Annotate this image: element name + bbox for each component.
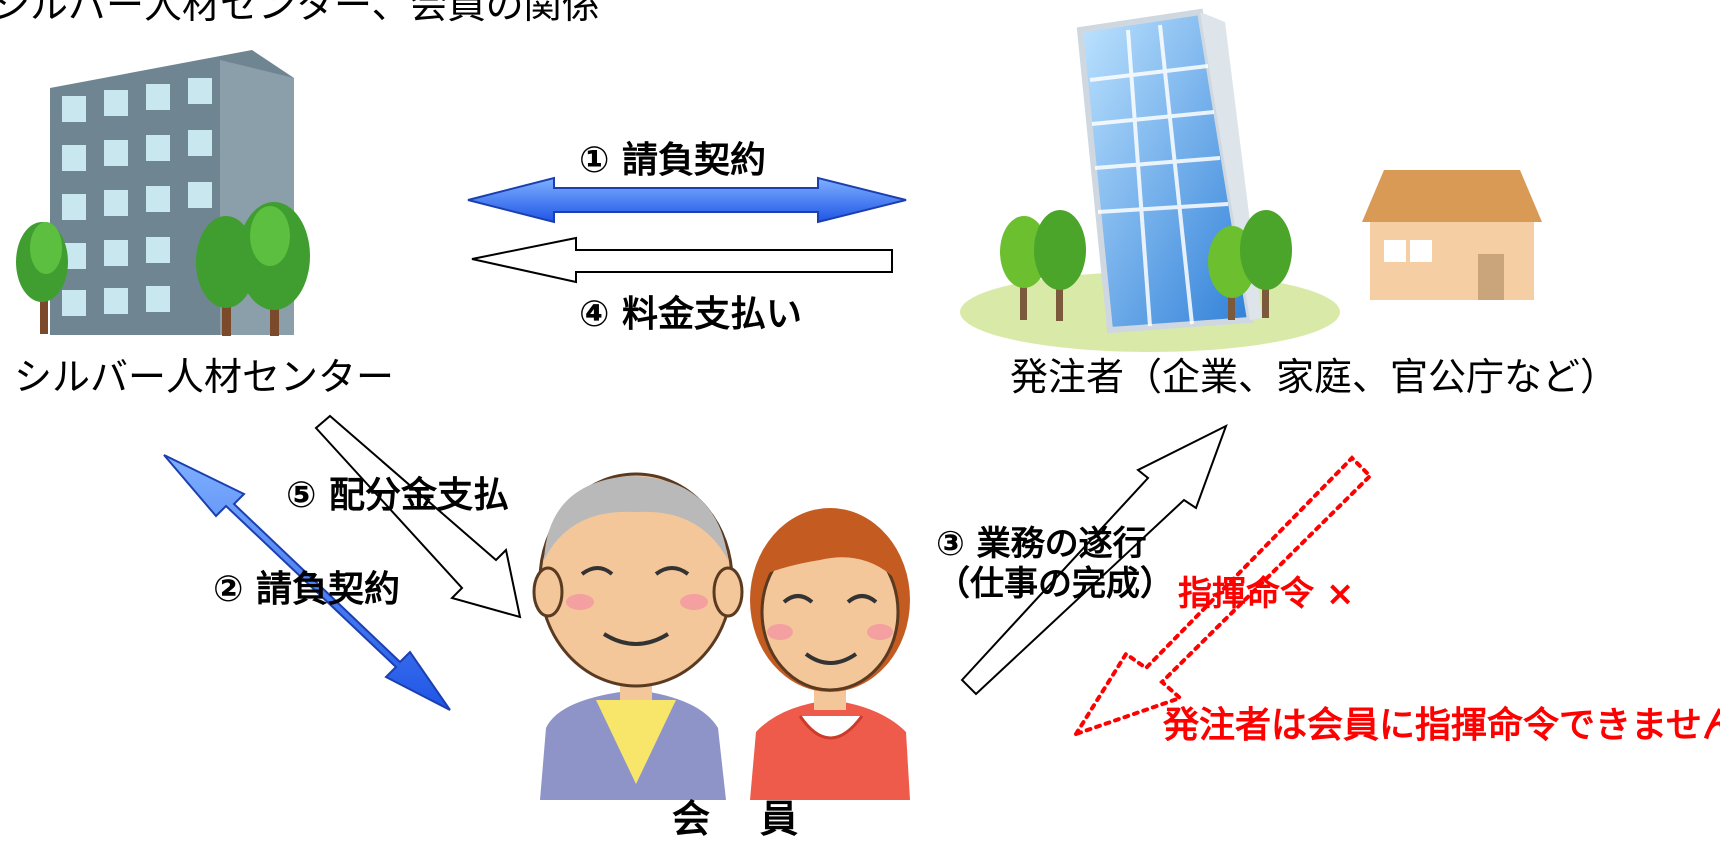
elderly-woman-icon [750,508,910,800]
arrow-label-member-contract: ② 請負契約 [213,569,401,610]
arrow-label-work-line1: ③ 業務の遂行 [936,524,1147,564]
arrow-label-contract: ① 請負契約 [579,140,767,181]
arrow-label-work-line2: （仕事の完成） [936,564,1174,604]
elderly-man-icon [532,472,744,800]
arrow-payment-client-to-center [471,236,893,284]
arrow-distribution-center-to-member [314,414,522,619]
house-icon [1362,170,1542,300]
member-label: 会 員 [672,797,805,841]
arrow-label-payment: ④ 料金支払い [579,294,803,335]
client-label: 発注者（企業、家庭、官公庁など） [1010,355,1619,399]
client-building-icon [960,8,1340,352]
arrow-command-prohibited [1071,455,1373,738]
arrow-contract-center-client [467,176,907,224]
prohibition-label: 指揮命令 × [1178,574,1355,614]
page-title: シルバー人材センター、会員の関係 [0,0,600,27]
arrow-contract-center-member [163,454,451,711]
arrow-work-member-to-client [960,423,1228,696]
prohibition-note: 発注者は会員に指揮命令できません [1163,705,1720,746]
center-building-icon [16,50,310,336]
center-label: シルバー人材センター [14,355,395,399]
arrow-label-distribution: ⑤ 配分金支払 [286,475,510,516]
